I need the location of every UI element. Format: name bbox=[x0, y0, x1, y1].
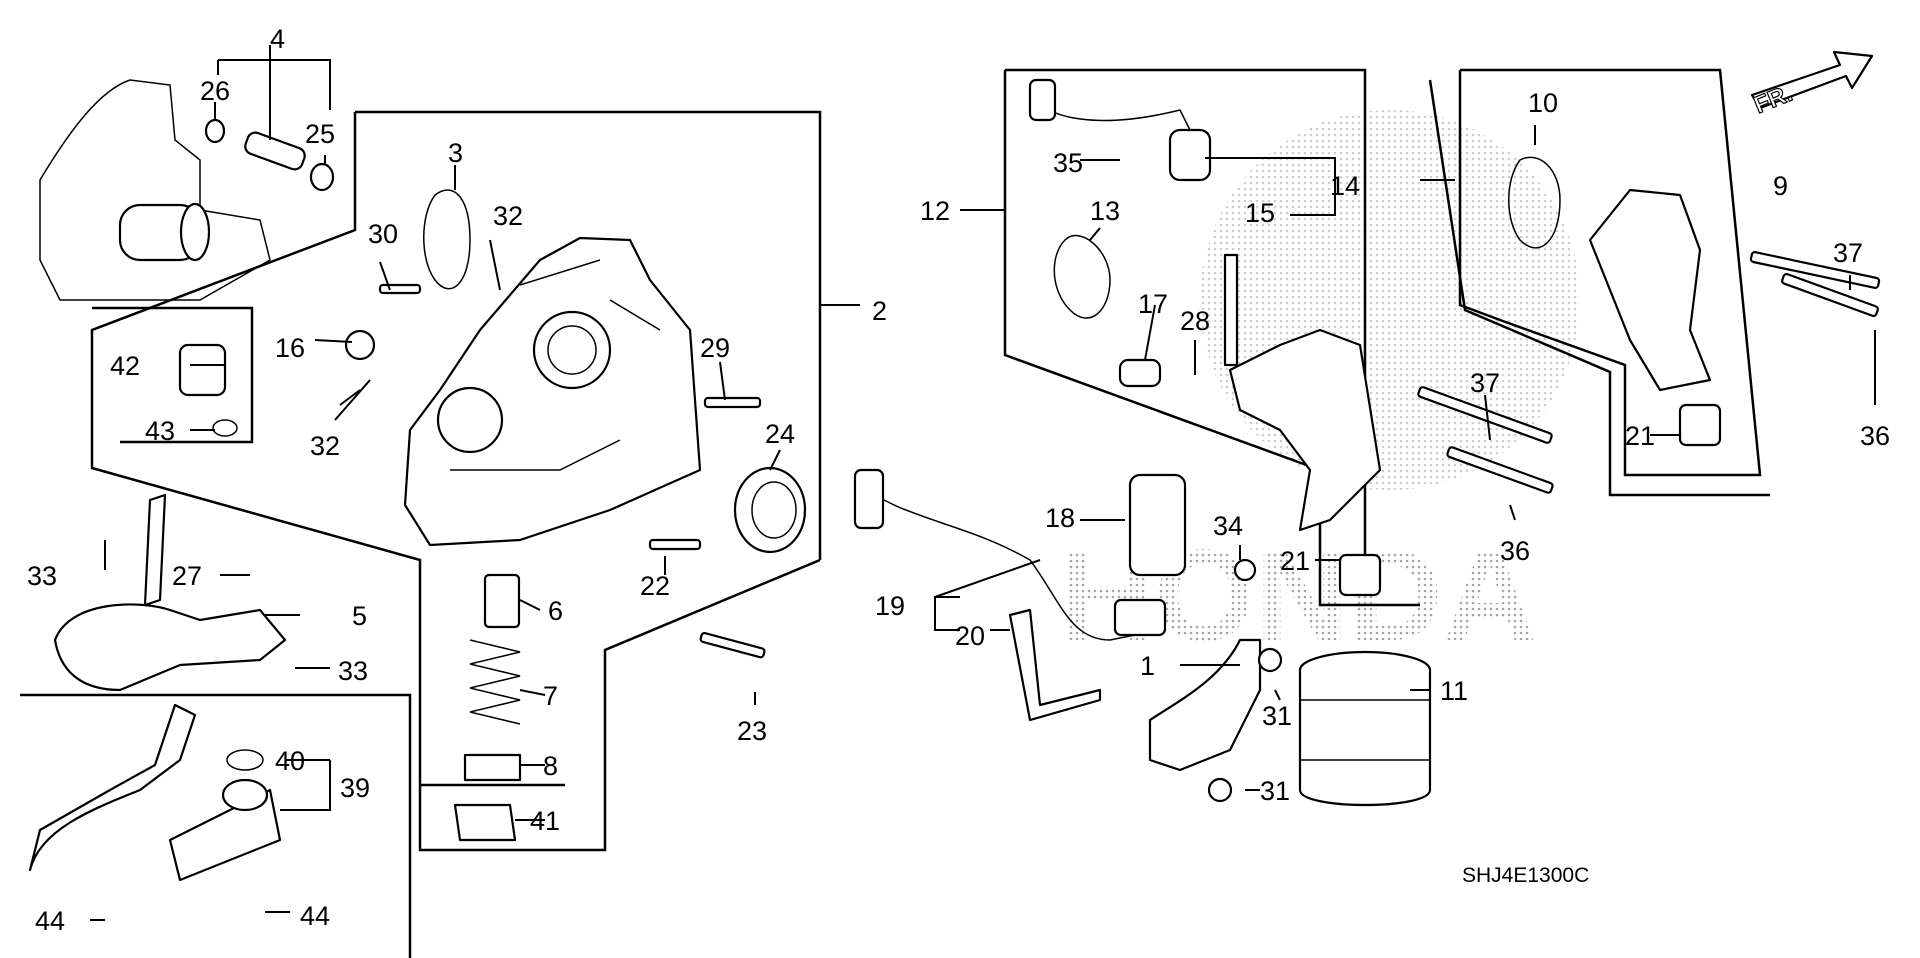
callout-3: 3 bbox=[448, 138, 463, 168]
callout-24: 24 bbox=[765, 419, 795, 449]
diagram-code: SHJ4E1300C bbox=[1462, 864, 1589, 887]
callout-33-right: 33 bbox=[338, 656, 368, 686]
callout-14: 14 bbox=[1330, 171, 1360, 201]
callout-5: 5 bbox=[352, 601, 367, 631]
front-direction-arrow: FR. bbox=[1750, 50, 1874, 120]
callout-37-right: 37 bbox=[1833, 238, 1863, 268]
callout-2: 2 bbox=[872, 296, 887, 326]
callout-9: 9 bbox=[1773, 171, 1788, 201]
parts bbox=[28, 78, 1881, 882]
callout-26: 26 bbox=[200, 76, 230, 106]
callout-10: 10 bbox=[1528, 88, 1558, 118]
callout-43: 43 bbox=[145, 416, 175, 446]
callout-8: 8 bbox=[543, 751, 558, 781]
callout-32-top: 32 bbox=[493, 201, 523, 231]
callout-23: 23 bbox=[737, 716, 767, 746]
callout-15: 15 bbox=[1245, 198, 1275, 228]
callout-42: 42 bbox=[110, 351, 140, 381]
callout-7: 7 bbox=[543, 681, 558, 711]
callout-27: 27 bbox=[172, 561, 202, 591]
callout-21-right: 21 bbox=[1625, 421, 1655, 451]
callout-17: 17 bbox=[1138, 289, 1168, 319]
callout-29: 29 bbox=[700, 333, 730, 363]
callout-19: 19 bbox=[875, 591, 905, 621]
callout-25: 25 bbox=[305, 119, 335, 149]
callout-20: 20 bbox=[955, 621, 985, 651]
leader-lines bbox=[90, 45, 1876, 921]
callout-36-center: 36 bbox=[1500, 536, 1530, 566]
callout-44-left: 44 bbox=[35, 906, 65, 936]
callout-13: 13 bbox=[1090, 196, 1120, 226]
callout-12: 12 bbox=[920, 196, 950, 226]
callout-18: 18 bbox=[1045, 503, 1075, 533]
callout-39: 39 bbox=[340, 773, 370, 803]
callout-33-left: 33 bbox=[27, 561, 57, 591]
callout-31-top: 31 bbox=[1262, 701, 1292, 731]
callout-41: 41 bbox=[530, 806, 560, 836]
callout-44-right: 44 bbox=[300, 901, 330, 931]
callout-1: 1 bbox=[1140, 651, 1155, 681]
callouts: 4 26 25 3 32 30 2 16 29 42 24 43 32 33 2… bbox=[27, 24, 1890, 936]
callout-28: 28 bbox=[1180, 306, 1210, 336]
callout-34: 34 bbox=[1213, 511, 1243, 541]
callout-30: 30 bbox=[368, 219, 398, 249]
callout-4: 4 bbox=[270, 24, 285, 54]
callout-32-left: 32 bbox=[310, 431, 340, 461]
callout-22: 22 bbox=[640, 571, 670, 601]
callout-40: 40 bbox=[275, 746, 305, 776]
callout-36-right: 36 bbox=[1860, 421, 1890, 451]
callout-37-center: 37 bbox=[1470, 368, 1500, 398]
callout-16: 16 bbox=[275, 333, 305, 363]
callout-35: 35 bbox=[1053, 148, 1083, 178]
callout-31-bottom: 31 bbox=[1260, 776, 1290, 806]
callout-21-center: 21 bbox=[1280, 546, 1310, 576]
callout-6: 6 bbox=[548, 596, 563, 626]
callout-11: 11 bbox=[1440, 676, 1468, 706]
